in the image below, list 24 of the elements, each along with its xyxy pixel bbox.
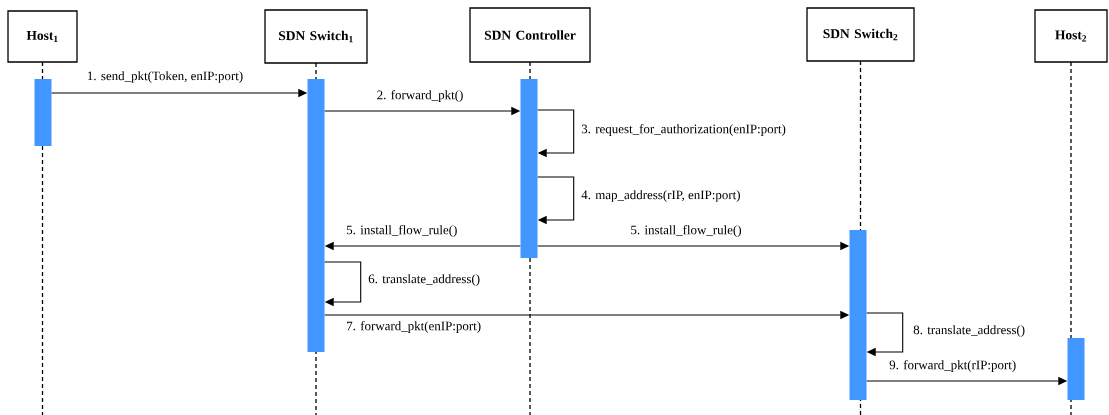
edge-label: 1. send_pkt(Token, enIP:port) <box>85 70 245 84</box>
edge-label: 5. install_flow_rule() <box>345 224 459 238</box>
activation-bar <box>1067 338 1085 400</box>
activation-bar <box>849 230 867 400</box>
participant-box: Host$_{1}$ <box>7 10 78 63</box>
edge-label: 5. install_flow_rule() <box>629 224 743 238</box>
edge-label: 8. translate_address() <box>912 324 1027 338</box>
arrow <box>866 312 904 357</box>
activation-bar <box>34 79 52 146</box>
participant-box: SDN Switch$_{2}$ <box>806 7 915 62</box>
activation-bar <box>307 79 325 352</box>
participant-box: SDN Controller <box>469 7 591 63</box>
participant-box: SDN Switch$_{1}$ <box>264 9 368 64</box>
edge-label: 6. translate_address() <box>367 273 482 287</box>
edge-label: 9. forward_pkt(rIP:port) <box>888 359 1018 373</box>
arrow <box>537 176 575 225</box>
edge-label: 7. forward_pkt(enIP:port) <box>345 320 483 334</box>
activation-bar <box>520 79 538 258</box>
edge-label: 2. forward_pkt() <box>375 89 465 103</box>
participant-box: Host$_{2}$ <box>1034 9 1108 63</box>
edge-label: 3. request_for_authorization(enIP:port) <box>580 123 787 137</box>
edge-label: 4. map_address(rIP, enIP:port) <box>580 189 742 203</box>
arrow <box>537 109 575 158</box>
arrow <box>324 261 362 307</box>
